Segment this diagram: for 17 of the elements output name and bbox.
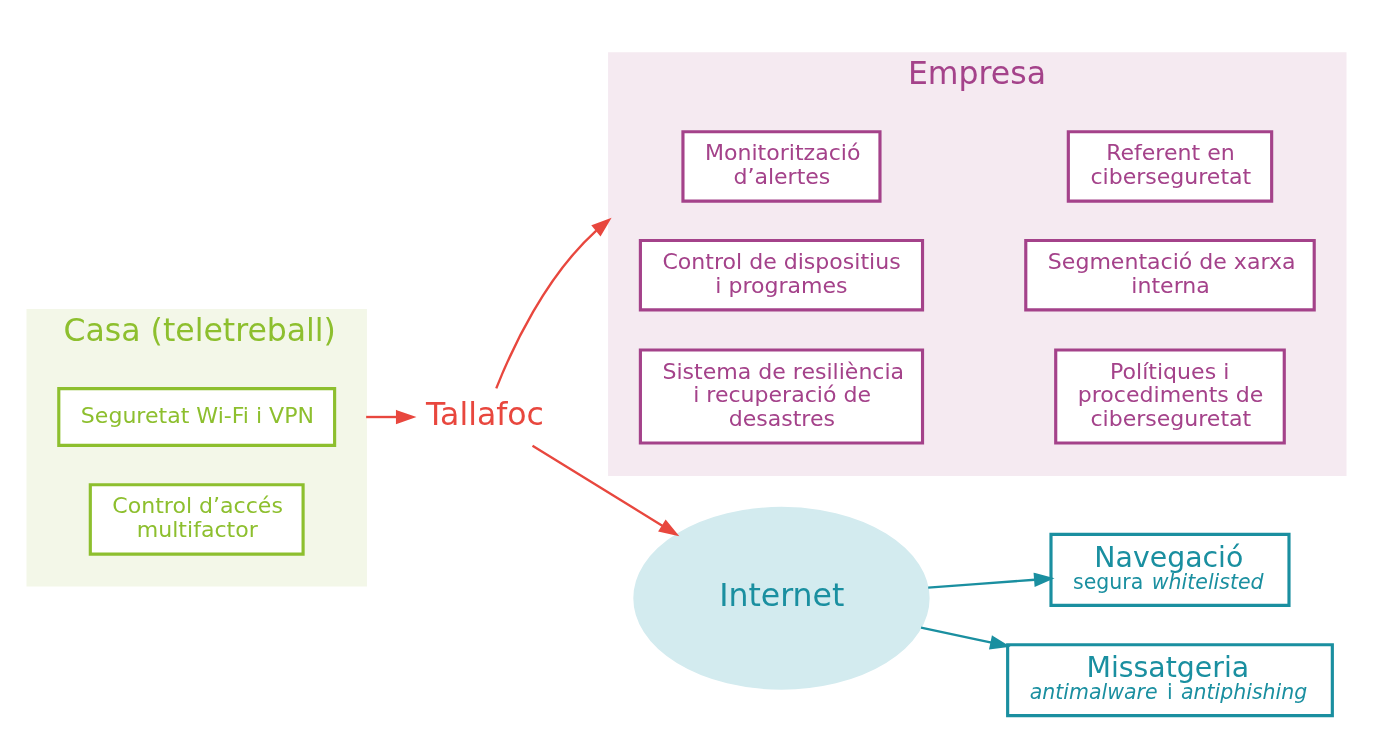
node-box: Control d’accés multifactor: [88, 482, 305, 556]
arrow: [531, 444, 680, 536]
node-box: Control de dispositius i programes: [638, 238, 925, 311]
node-box: Sistema de resiliència i recuperació de desastres: [638, 347, 925, 445]
arrow: [928, 572, 1055, 589]
node-box: Monitorització d’alertes: [681, 129, 882, 203]
node-box: Referent en ciberseguretat: [1066, 129, 1274, 203]
node-box: Missatgeria antimalware i antiphishing: [1006, 642, 1334, 717]
node-box: Navegació segura whitelisted: [1049, 532, 1291, 607]
node-box: Seguretat Wi-Fi i VPN: [57, 386, 337, 447]
arrow: [920, 625, 1011, 649]
node-box: Polítiques i procediments de ciberseguretat: [1054, 347, 1286, 445]
arrow: [366, 409, 417, 424]
arrow: [495, 217, 612, 389]
node-text: Tallafoc: [426, 395, 544, 432]
node-box: Segmentació de xarxa interna: [1024, 238, 1316, 311]
node-ellipse: Internet: [633, 506, 930, 690]
